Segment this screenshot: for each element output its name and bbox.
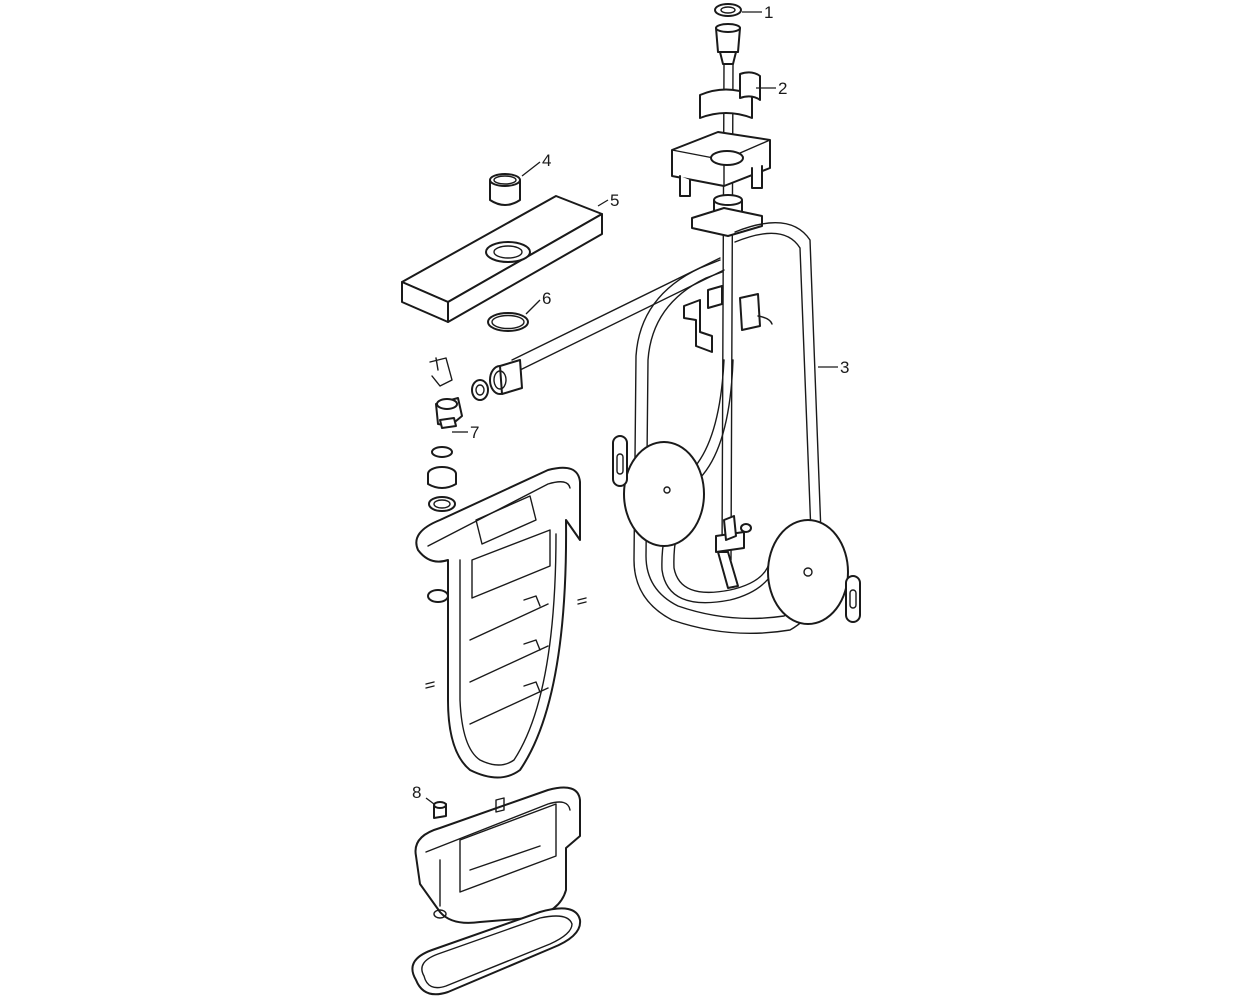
break-marks <box>425 597 587 689</box>
callout-5: 5 <box>610 191 619 210</box>
lower-clamp <box>715 515 752 589</box>
callout-1: 1 <box>764 3 773 22</box>
tab-left <box>612 435 628 487</box>
callout-7: 7 <box>470 423 479 442</box>
callout-6: 6 <box>542 289 551 308</box>
hose-end-fitting <box>489 359 523 395</box>
upper-bracket <box>671 131 771 197</box>
disc-right <box>767 519 849 625</box>
leader-8 <box>425 797 435 805</box>
leader-4 <box>521 161 541 177</box>
horizontal-hose <box>511 257 725 373</box>
hose-nozzle <box>715 23 741 65</box>
part-5-cover-plate <box>401 195 603 323</box>
callout-3: 3 <box>840 358 849 377</box>
collar-assembly <box>691 194 763 237</box>
part-6-o-ring <box>487 312 529 332</box>
lower-box-housing <box>414 786 581 924</box>
part-1-washer <box>714 3 742 17</box>
leader-5 <box>597 199 609 207</box>
callout-2: 2 <box>778 79 787 98</box>
part-2-clip <box>699 71 761 119</box>
disc-left <box>623 441 705 547</box>
upper-housing-frame <box>415 466 581 779</box>
leader-6 <box>525 299 541 315</box>
part-4-sleeve <box>489 173 521 206</box>
gasket-ring <box>411 907 582 996</box>
part-3-hose-loop <box>633 222 824 635</box>
callout-8: 8 <box>412 783 421 802</box>
wire-clip <box>429 357 453 387</box>
tab-right <box>845 575 861 623</box>
nut-stack <box>427 446 457 512</box>
fitting-washer <box>471 379 489 401</box>
part-8-plug <box>433 801 447 819</box>
middle-clamp <box>683 285 773 353</box>
part-7-angle-fitting <box>435 397 463 429</box>
callout-4: 4 <box>542 151 551 170</box>
